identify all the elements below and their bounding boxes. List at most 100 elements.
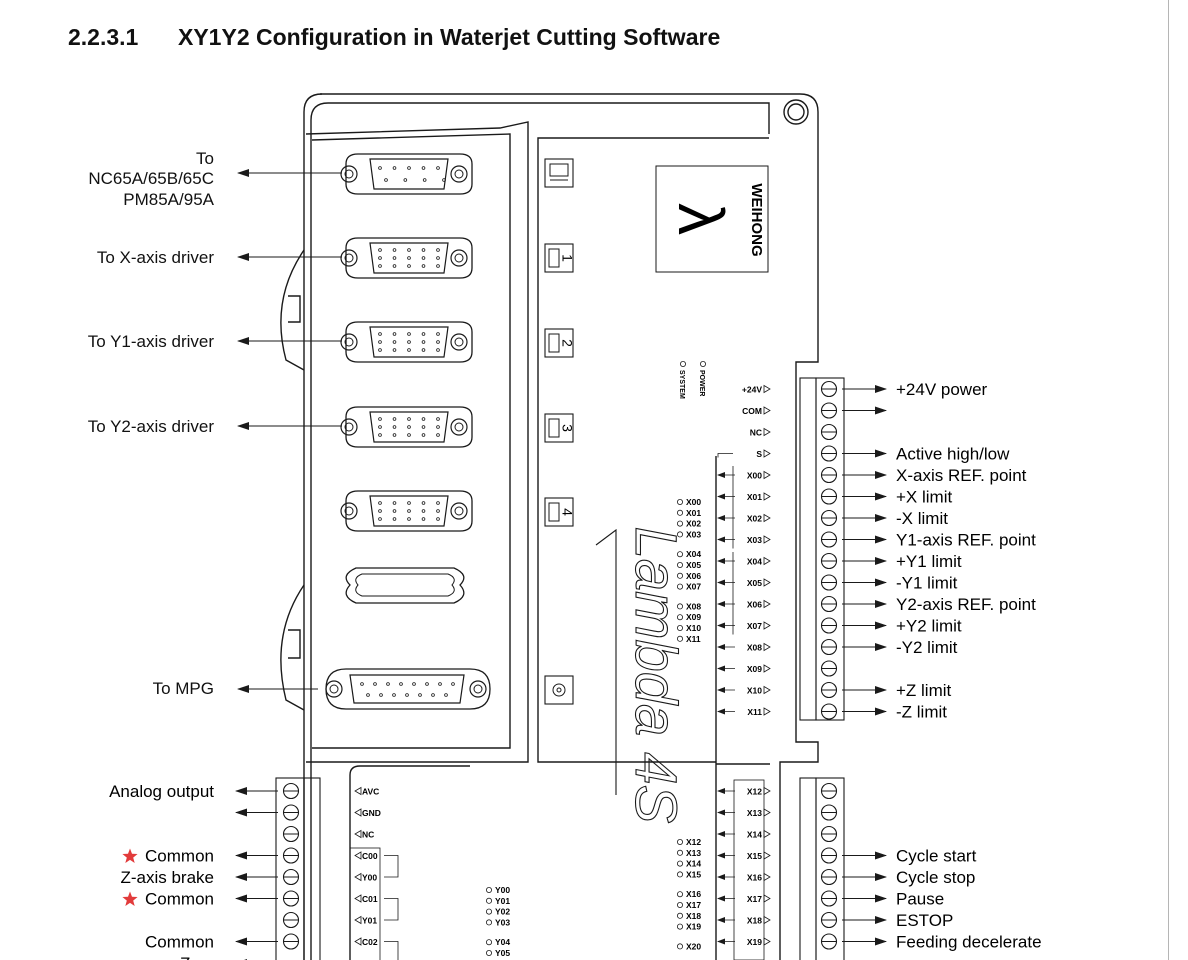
port-icon-symbol	[548, 333, 560, 353]
connector-shell	[345, 237, 473, 279]
signal-label: Z up	[180, 954, 214, 960]
terminal-marker	[763, 384, 771, 394]
connector-pin	[384, 178, 388, 182]
connector-pin	[392, 517, 397, 521]
input-led-label: X18	[686, 911, 701, 921]
terminal-marker	[763, 707, 771, 716]
screw-hole	[340, 333, 358, 351]
connector-pin	[436, 166, 440, 170]
connector-pin	[422, 178, 427, 182]
terminal-label: Y01	[362, 916, 377, 926]
input-led-label: X15	[686, 869, 701, 879]
model-mark: Lambda 4S	[595, 526, 689, 824]
connector-pin	[421, 348, 426, 352]
connector-pin	[392, 425, 397, 429]
connector-pin	[436, 340, 440, 344]
terminal-marker	[354, 808, 362, 817]
port-label: To MPG	[153, 679, 214, 698]
input-led-label: X00	[686, 497, 701, 507]
db-connector	[340, 490, 473, 532]
terminal-marker	[763, 786, 771, 796]
terminal-marker	[763, 449, 771, 458]
connector-pin	[392, 433, 397, 437]
input-led-label: X17	[686, 900, 701, 910]
connector-face	[349, 674, 465, 704]
input-led	[677, 902, 684, 909]
connector-pin	[407, 425, 411, 429]
connector-pin	[407, 509, 411, 513]
connector-pin	[407, 166, 411, 170]
signal-label: Analog output	[109, 782, 214, 801]
input-led	[677, 923, 684, 930]
input-led	[677, 625, 684, 632]
db-connector	[340, 406, 473, 448]
input-led-label: X12	[686, 837, 701, 847]
connector-pin	[392, 693, 396, 697]
connector-pin	[442, 178, 446, 182]
input-led-label: X14	[686, 859, 701, 869]
db-connector	[340, 237, 473, 279]
connector-pin	[436, 417, 440, 421]
connector-pin	[421, 417, 426, 421]
input-led	[677, 531, 684, 538]
port-icon-frame	[544, 675, 574, 705]
terminal-label: X19	[747, 937, 762, 947]
logo-text: WEIHONG	[748, 183, 765, 256]
connector-pin	[407, 348, 411, 352]
terminal-housing	[815, 777, 845, 960]
terminal-marker	[354, 872, 362, 882]
connector-pin	[373, 682, 377, 686]
model-text: Lambda 4S	[623, 527, 688, 824]
terminal-label: C00	[362, 851, 378, 861]
terminal-marker	[763, 894, 771, 903]
sink-line	[717, 453, 733, 458]
connector-pin	[392, 417, 397, 421]
terminal-housing	[799, 777, 817, 960]
status-led	[700, 360, 707, 367]
terminal-label: X13	[747, 808, 762, 818]
terminal-label: X16	[747, 873, 762, 883]
port-label: To X-axis driver	[97, 248, 214, 267]
input-led-label: X07	[686, 582, 701, 592]
connector-pin	[378, 425, 382, 429]
connector-face	[369, 495, 449, 527]
terminal-label: X05	[747, 578, 762, 588]
connector-pin	[407, 332, 411, 336]
relay-bracket	[384, 941, 399, 960]
terminal-marker	[354, 851, 362, 860]
connector-pin	[421, 433, 426, 437]
connector-pin	[436, 332, 440, 336]
connector-pin	[421, 166, 426, 170]
terminal-label: S	[756, 449, 762, 459]
connector-pin	[418, 693, 422, 697]
connector-pin	[378, 264, 382, 268]
connector-pin	[421, 332, 426, 336]
input-led-label: X11	[686, 634, 701, 644]
connector-pin	[392, 166, 397, 170]
screw-hole	[340, 418, 358, 436]
connector-shell	[325, 668, 491, 710]
terminal-marker	[354, 786, 362, 796]
connector-pin	[444, 693, 448, 697]
screw-hole	[454, 253, 464, 263]
terminal-label: AVC	[362, 787, 379, 797]
connector-pin	[378, 501, 382, 505]
terminal-marker	[354, 829, 362, 839]
input-led-label: X13	[686, 848, 701, 858]
input-led	[677, 551, 684, 558]
terminal-label: Y00	[362, 873, 377, 883]
connector-face	[369, 411, 449, 443]
port-icon-frame	[544, 497, 574, 527]
port-icon-frame	[544, 328, 574, 358]
terminal-label: X17	[747, 894, 762, 904]
connector-shell	[345, 490, 473, 532]
connector-pin	[421, 509, 426, 513]
screw-hole	[325, 680, 343, 698]
connector-pin	[399, 682, 403, 686]
port-icon: 1	[544, 243, 575, 273]
input-led-label: X10	[686, 623, 701, 633]
connector-pin	[436, 348, 440, 352]
terminal-marker	[763, 492, 771, 501]
connector-pin	[392, 332, 397, 336]
